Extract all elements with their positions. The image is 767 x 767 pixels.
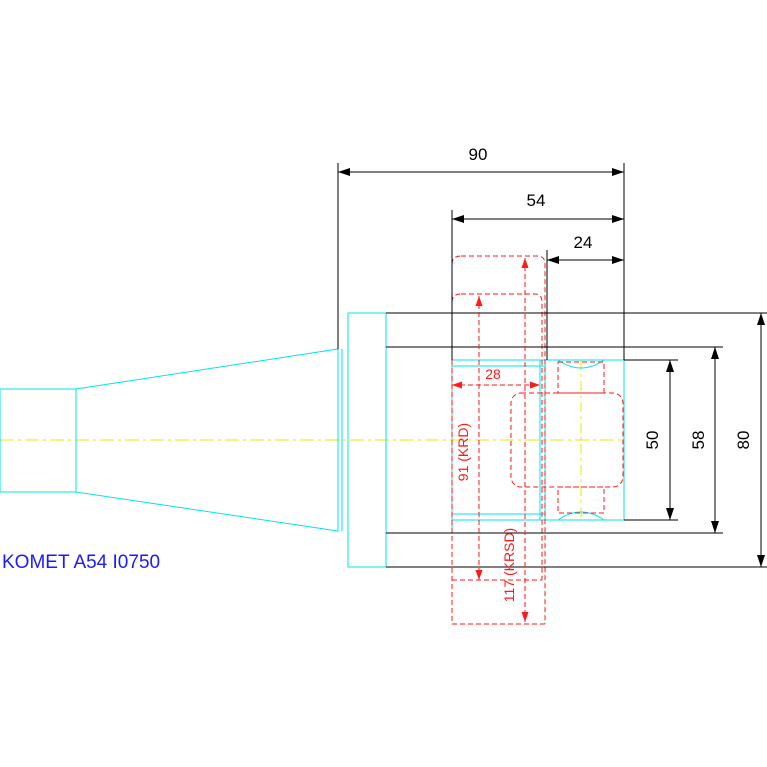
red-dimension-lines (452, 258, 540, 622)
groove-top-recess (557, 361, 605, 394)
dim-24-label: 24 (574, 233, 593, 252)
dim-54-label: 54 (527, 191, 546, 210)
dim-58-label: 58 (689, 431, 708, 450)
shank-taper (75, 348, 339, 532)
dim-28-label: 28 (485, 366, 501, 382)
groove-bottom-arc (557, 511, 605, 521)
dim-krd-label: 91 (KRD) (455, 423, 471, 481)
dim-50-label: 50 (643, 431, 662, 450)
dim-80-label: 80 (734, 431, 753, 450)
dim-krsd-label: 117 (KRSD) (501, 528, 517, 602)
shank-end (0, 388, 77, 493)
groove-bottom-recess (557, 486, 605, 514)
dim-90-label: 90 (469, 145, 488, 164)
model-caption: KOMET A54 I0750 (2, 552, 160, 573)
dimension-lines (338, 168, 765, 567)
extension-lines (337, 163, 767, 568)
